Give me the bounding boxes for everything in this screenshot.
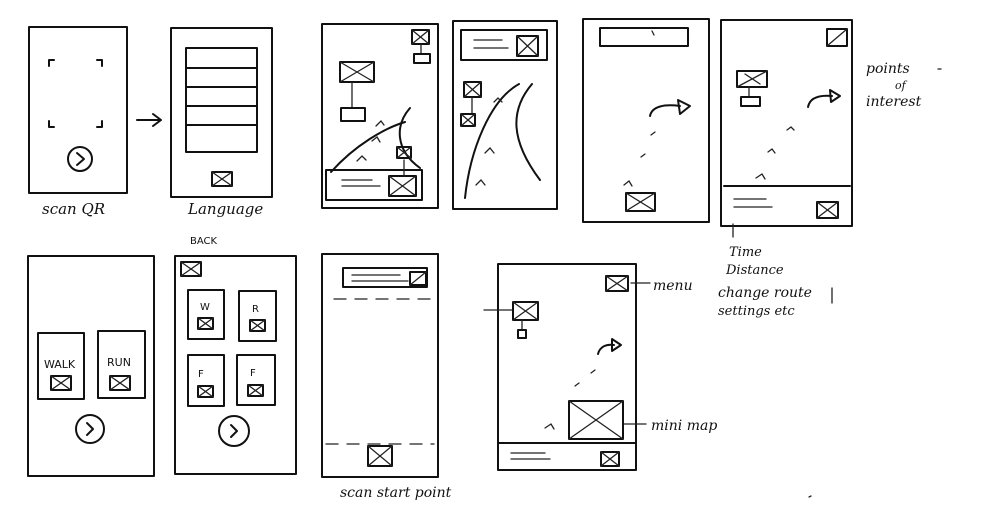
screen-scan-start: scan start point <box>321 253 452 501</box>
screen-language: Language <box>170 27 273 218</box>
image-placeholder-icon <box>367 445 393 467</box>
route-dots <box>544 369 596 430</box>
walk-card[interactable]: WALK <box>37 332 85 400</box>
poi-note-line-3: interest <box>866 94 922 110</box>
image-placeholder-icon <box>211 171 233 187</box>
footer-bar <box>498 442 636 467</box>
tile-label: F <box>250 368 256 379</box>
menu-annotation: menu change route settings etc <box>653 278 833 319</box>
category-tile[interactable]: F <box>187 354 225 407</box>
header-bar <box>599 27 689 47</box>
tile-label: F <box>198 369 204 380</box>
menu-icon[interactable] <box>605 275 629 292</box>
poi-note-line-2: of <box>895 79 908 92</box>
walk-label: WALK <box>44 358 76 371</box>
screen-nav-footer <box>720 19 853 238</box>
next-button[interactable] <box>75 414 105 444</box>
route-dots <box>755 126 795 180</box>
menu-note-line-1: menu <box>653 278 693 294</box>
footer-note-line-1: Time <box>729 245 762 260</box>
header-card[interactable] <box>460 29 548 61</box>
poi-annotation: points of interest <box>866 61 942 110</box>
route-dots <box>623 131 656 187</box>
screen-category-select: BACK W R F F <box>174 236 297 475</box>
screen-map-header <box>452 20 558 210</box>
screen-turn-nav <box>582 18 710 223</box>
bottom-card[interactable] <box>325 146 423 201</box>
screen-caption: Language <box>187 200 263 218</box>
turn-arrow-icon <box>807 89 841 108</box>
minimap-annotation: mini map <box>651 418 717 434</box>
poi-note-line-1: points <box>866 61 910 77</box>
stray-mark <box>808 495 812 498</box>
flow-arrow-icon <box>136 113 162 127</box>
category-tile[interactable]: W <box>187 289 225 340</box>
menu-note-line-3: settings etc <box>718 304 795 319</box>
next-button[interactable] <box>218 415 250 447</box>
next-button[interactable] <box>67 146 93 172</box>
tile-label: R <box>252 304 259 315</box>
language-list <box>185 47 258 153</box>
menu-icon[interactable] <box>826 28 848 47</box>
route-path <box>330 107 421 173</box>
poi-marker-icon <box>512 301 539 339</box>
back-icon[interactable] <box>180 261 202 277</box>
location-image-icon <box>625 192 656 212</box>
route-path <box>464 83 541 199</box>
footer-note-line-2: Distance <box>725 263 784 278</box>
run-card[interactable]: RUN <box>97 330 146 399</box>
menu-note-line-2: change route <box>718 285 812 301</box>
screen-map-poi <box>321 23 439 209</box>
turn-arrow-icon <box>597 338 622 355</box>
mini-map[interactable] <box>568 400 624 440</box>
screen-scan-qr: scan QR <box>28 26 128 218</box>
poi-marker-icon <box>460 81 482 127</box>
turn-arrow-icon <box>649 99 691 117</box>
qr-viewfinder-corners <box>48 59 103 128</box>
category-tile[interactable]: F <box>236 354 276 406</box>
corner-image-icon <box>411 29 431 64</box>
screen-mode-select: WALK RUN <box>27 255 155 477</box>
poi-marker-icon <box>736 70 768 107</box>
footer-bar <box>723 185 851 219</box>
screen-caption: scan start point <box>340 485 452 501</box>
poi-image-placeholder <box>339 61 375 122</box>
run-label: RUN <box>107 356 131 369</box>
footer-annotation: Time Distance <box>725 245 784 278</box>
category-tile[interactable]: R <box>238 290 277 342</box>
header-card <box>342 267 428 288</box>
screen-nav-minimap <box>483 263 651 471</box>
tile-label: W <box>200 302 210 313</box>
back-label: BACK <box>190 236 218 247</box>
screen-caption: scan QR <box>42 200 105 218</box>
